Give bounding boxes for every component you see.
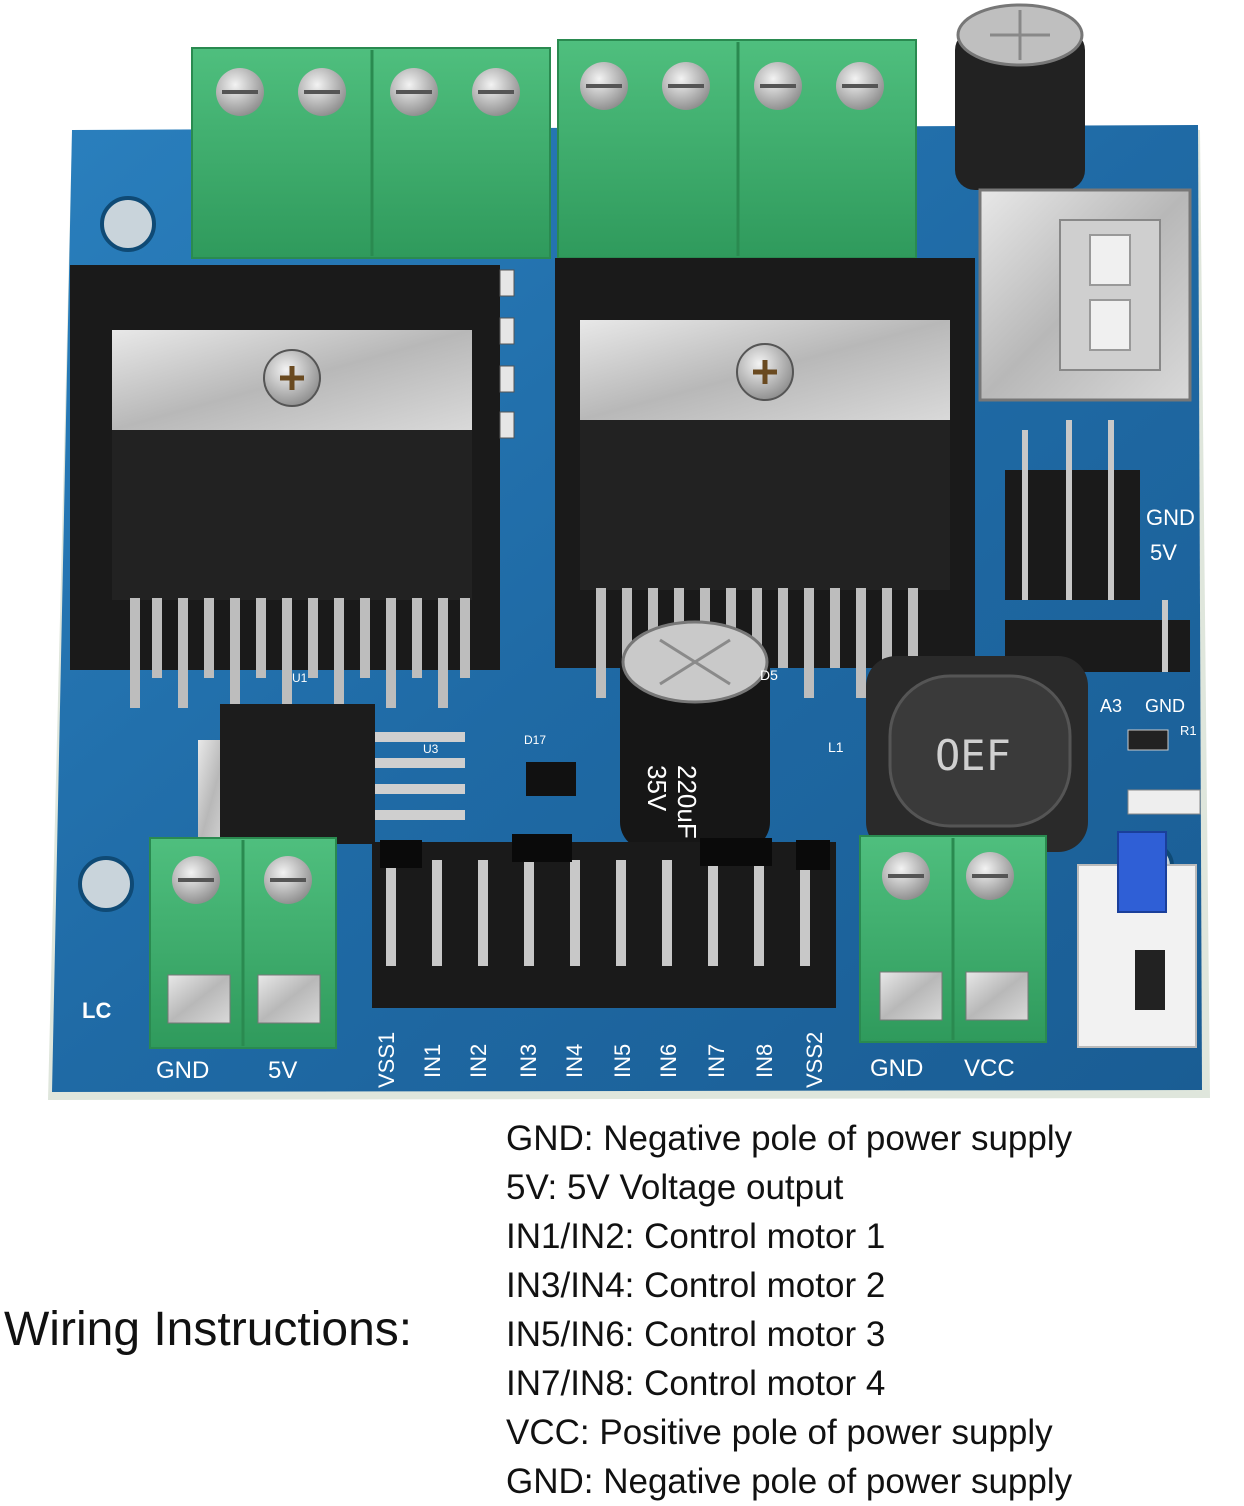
header-label-in4: IN4 — [562, 1044, 587, 1078]
driver-ic-right — [555, 258, 975, 698]
pin-header-side: GND 5V A3 GND R1 — [1005, 420, 1201, 815]
left-terminal-label-gnd: GND — [156, 1057, 209, 1084]
motor-driver-board-photo: LC — [48, 3, 1210, 1100]
right-terminal-label-gnd: GND — [870, 1055, 923, 1082]
header-label-in5: IN5 — [610, 1044, 635, 1078]
wiring-line: GND: Negative pole of power supply — [506, 1119, 1073, 1158]
inductor: OEF L1 — [828, 656, 1088, 852]
small-header-label-gnd: GND — [1145, 696, 1185, 716]
wiring-line: GND: Negative pole of power supply — [506, 1462, 1073, 1501]
inductor-code: OEF — [935, 731, 1011, 780]
ref-d5: D5 — [760, 667, 778, 683]
wiring-line: VCC: Positive pole of power supply — [506, 1413, 1053, 1452]
side-label-5v: 5V — [1150, 540, 1177, 565]
header-label-in6: IN6 — [656, 1044, 681, 1078]
small-header-label-a3: A3 — [1100, 696, 1122, 716]
capacitor-top — [955, 3, 1085, 190]
left-terminal-label-5v: 5V — [268, 1057, 297, 1084]
header-labels: VSS1 IN1 IN2 IN3 IN4 IN5 IN6 IN7 IN8 VSS… — [374, 1032, 827, 1088]
ref-u3: U3 — [423, 742, 439, 756]
right-terminal-label-vcc: VCC — [964, 1055, 1015, 1082]
input-pin-header — [372, 834, 836, 1008]
ref-u1: U1 — [292, 671, 308, 685]
wiring-line: IN3/IN4: Control motor 2 — [506, 1266, 886, 1305]
terminal-screw-icon — [216, 62, 884, 116]
maker-mark: LC — [82, 998, 111, 1023]
wiring-instructions-list: GND: Negative pole of power supply 5V: 5… — [506, 1114, 1072, 1506]
wiring-line: IN5/IN6: Control motor 3 — [506, 1315, 886, 1354]
ref-d17: D17 — [524, 733, 546, 747]
usb-port — [978, 188, 1192, 402]
power-switch — [1077, 831, 1197, 1048]
side-label-gnd: GND — [1146, 505, 1195, 530]
terminal-power-in: GND VCC — [859, 835, 1047, 1082]
wiring-line: IN1/IN2: Control motor 1 — [506, 1217, 886, 1256]
ref-l1: L1 — [828, 739, 844, 755]
wiring-line: 5V: 5V Voltage output — [506, 1168, 844, 1207]
ref-r1: R1 — [1180, 723, 1197, 738]
smd-components — [499, 269, 515, 439]
header-label-vss2: VSS2 — [802, 1032, 827, 1088]
cap-voltage: 35V — [642, 765, 672, 812]
diode-d17: D17 — [524, 733, 576, 796]
motor-output-terminal-blocks — [191, 39, 917, 259]
driver-ic-left: U1 — [70, 265, 500, 708]
regulator-u3: U3 — [198, 704, 465, 850]
header-label-in3: IN3 — [516, 1044, 541, 1078]
header-label-in7: IN7 — [704, 1044, 729, 1078]
wiring-line: IN7/IN8: Control motor 4 — [506, 1364, 886, 1403]
capacitor-main: 220uF 35V D5 — [620, 620, 778, 850]
terminal-5v-out: GND 5V — [149, 837, 337, 1084]
header-label-in1: IN1 — [420, 1044, 445, 1078]
wiring-instructions-title: Wiring Instructions: — [4, 1303, 413, 1356]
header-label-in2: IN2 — [466, 1044, 491, 1078]
cap-value: 220uF — [672, 765, 702, 839]
header-label-in8: IN8 — [752, 1044, 777, 1078]
header-label-vss1: VSS1 — [374, 1032, 399, 1088]
